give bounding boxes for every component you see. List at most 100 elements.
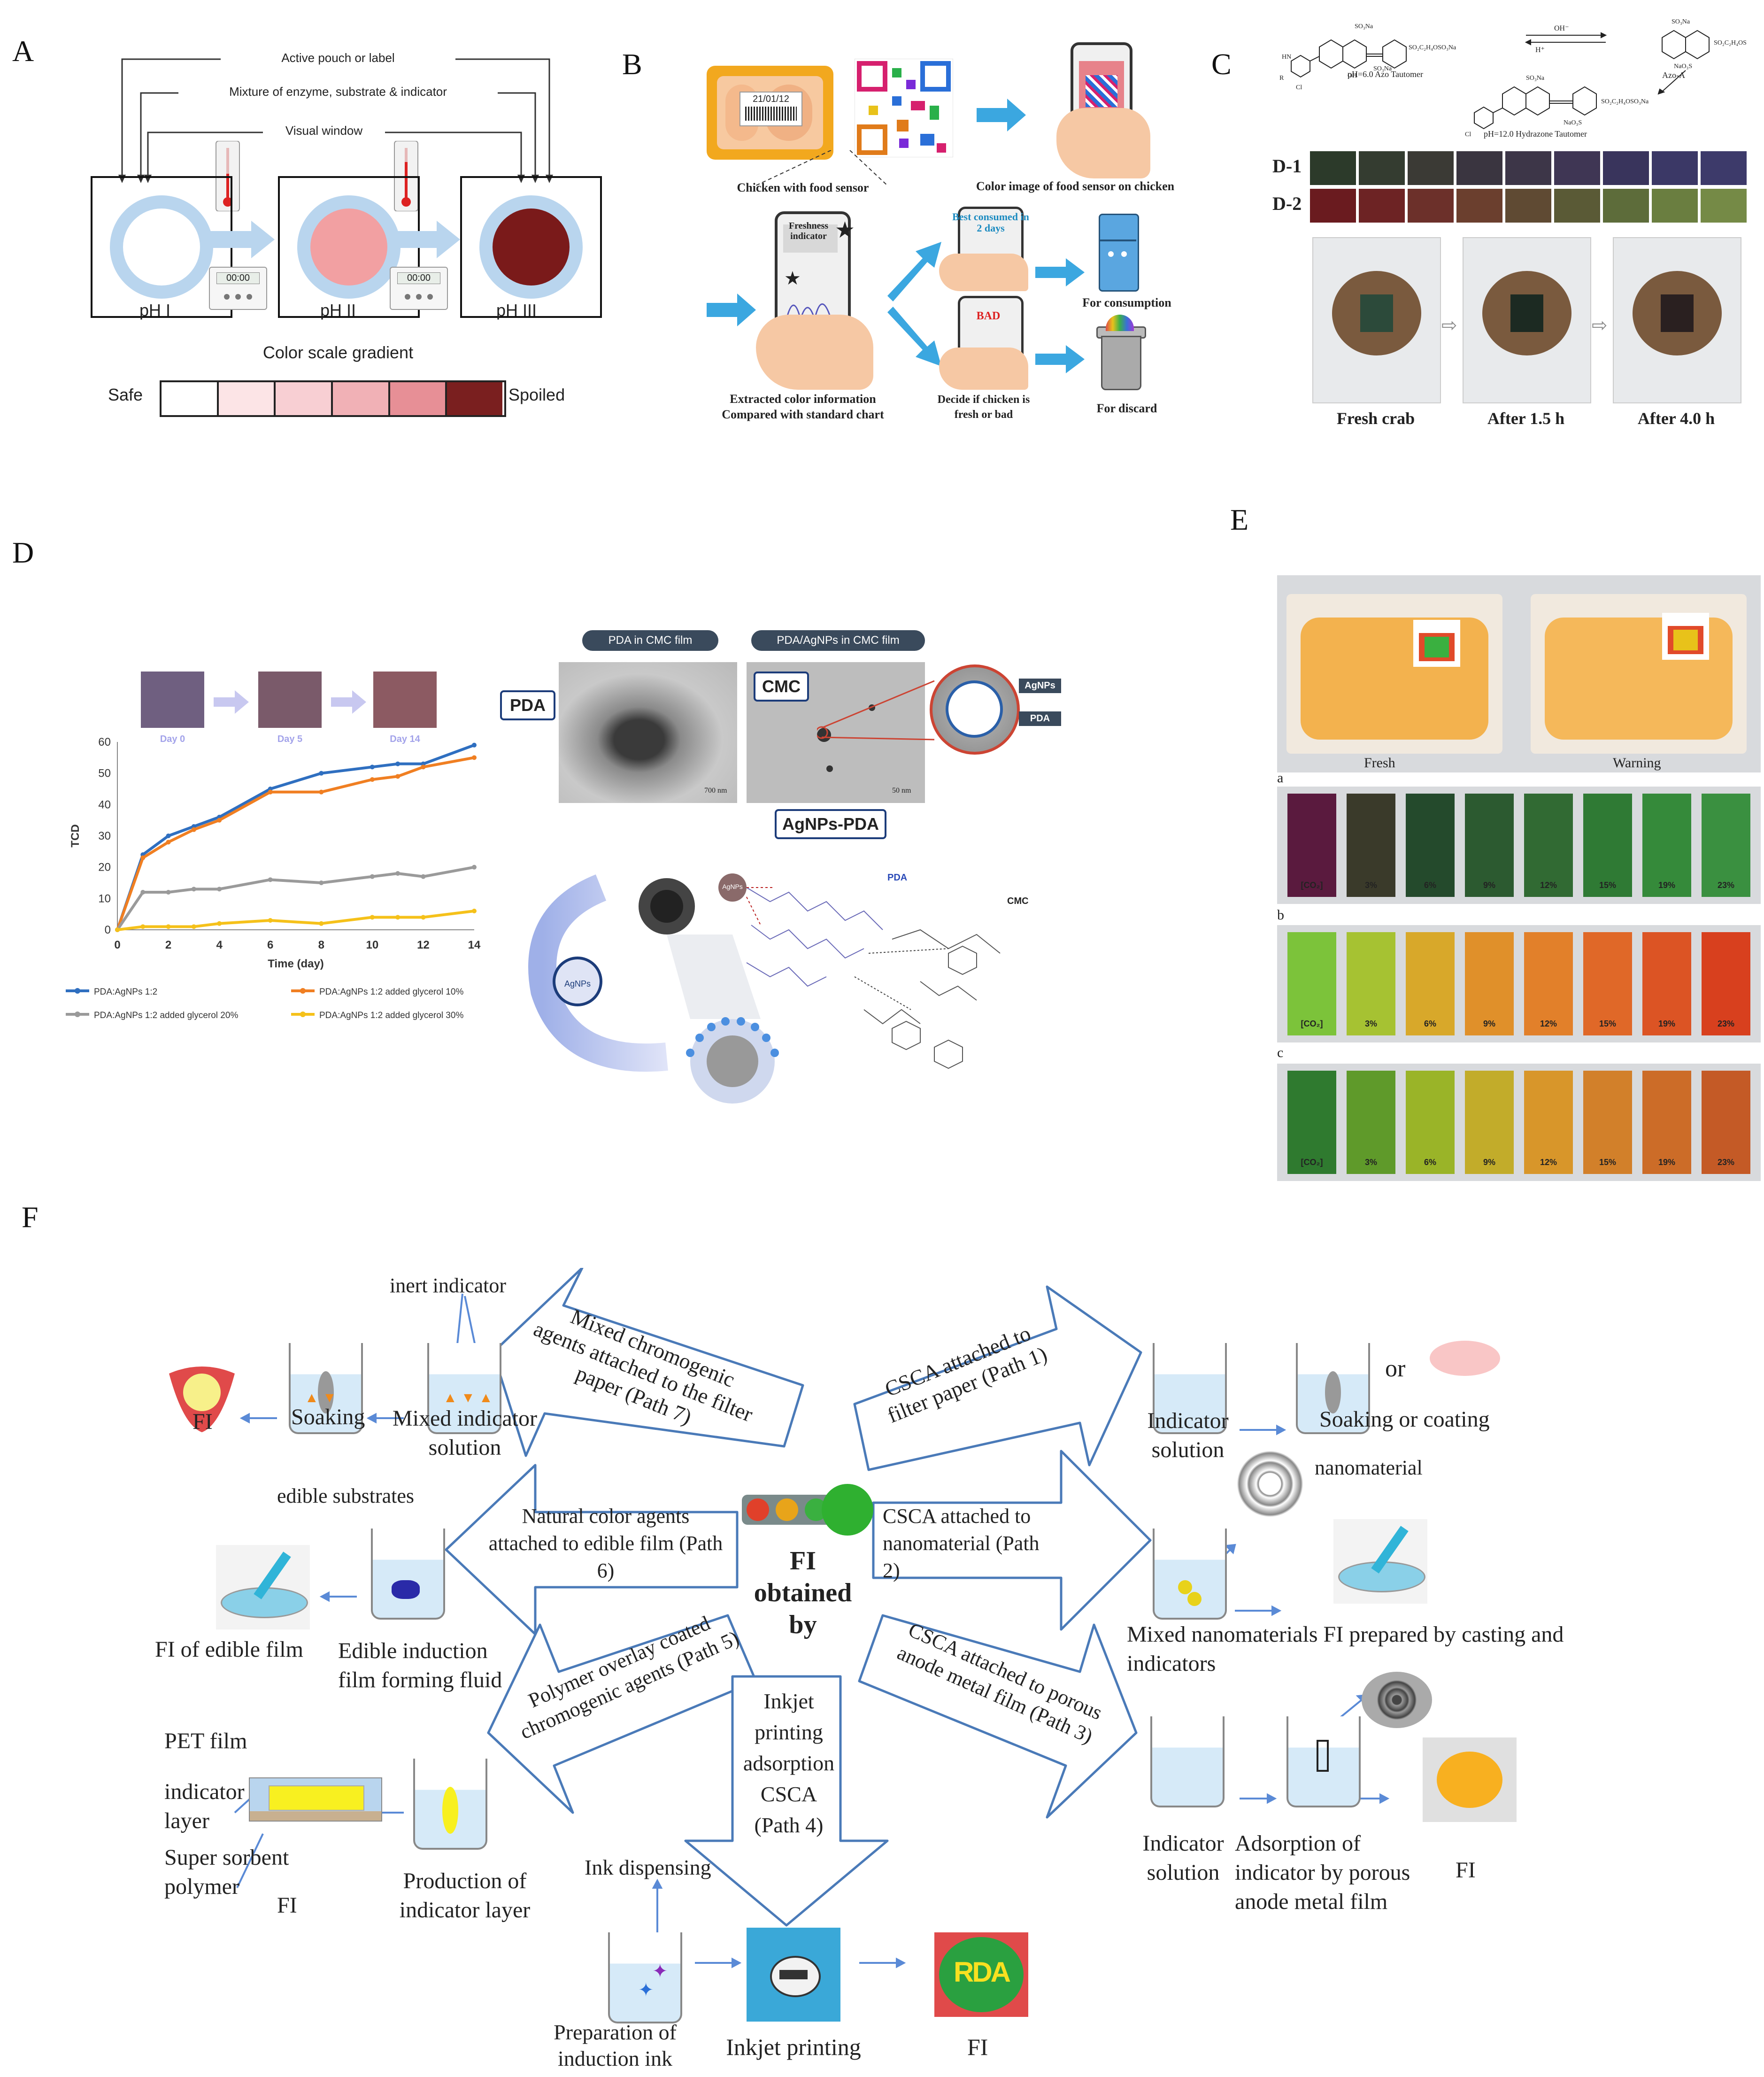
- indicator-label-fresh: [1413, 620, 1460, 667]
- y-tick-label: 50: [98, 767, 111, 780]
- co2-indicator-strip: 23%: [1702, 794, 1750, 897]
- adsorption-label: Adsorption of indicator by porous anode …: [1235, 1831, 1410, 1914]
- strip-label: 19%: [1658, 880, 1676, 890]
- svg-text:SO₂C₂H₄OSO₃Na: SO₂C₂H₄OSO₃Na: [1601, 98, 1649, 105]
- svg-text:NaO₃S: NaO₃S: [1564, 119, 1582, 126]
- film-swatch-day5: [258, 672, 322, 728]
- strip-label: 15%: [1599, 1019, 1617, 1028]
- data-point: [395, 761, 401, 766]
- data-point: [140, 890, 146, 895]
- color-swatch: [1652, 151, 1698, 185]
- ph3-window: [460, 176, 602, 318]
- data-point: [472, 909, 477, 913]
- gradient-cell: [218, 382, 276, 415]
- data-point: [191, 887, 196, 892]
- data-point: [395, 774, 401, 779]
- traffic-light-indicator: [742, 1484, 873, 1536]
- film-swatch-day0: [141, 672, 204, 728]
- legend-entry: PDA:AgNPs 1:2 added glycerol 10%: [319, 987, 463, 997]
- ink-dispensing-label: Ink dispensing: [585, 1855, 711, 1879]
- svg-text:R: R: [1279, 75, 1284, 82]
- freshness-tag: 21/01/12: [739, 92, 802, 126]
- panel-label-a: A: [12, 34, 34, 68]
- legend-marker: [75, 1011, 80, 1017]
- color-swatch: [1408, 151, 1454, 185]
- inkjet-printing-label: Inkjet printing: [726, 2034, 861, 2060]
- data-point: [166, 834, 171, 838]
- color-swatch: [1603, 151, 1649, 185]
- color-swatch: [1505, 189, 1551, 223]
- fi-label: FI: [193, 1409, 213, 1434]
- data-point: [395, 915, 401, 920]
- freshness-indicator-label: Freshness indicator: [788, 221, 829, 241]
- ph2-label: pH II: [320, 301, 356, 320]
- pet-film-label: PET film: [164, 1729, 247, 1753]
- phone-best-consumed: Best consumed in 2 days: [939, 207, 1042, 291]
- super-sorbent-label: Super sorbent polymer: [164, 1845, 289, 1899]
- arrow-right-icon: [977, 99, 1026, 131]
- strip-label: [CO₂]: [1301, 1019, 1323, 1028]
- co2-indicator-strip: 12%: [1524, 794, 1573, 897]
- phone-bad: BAD: [939, 296, 1042, 394]
- arrow-up-right-icon: [887, 242, 941, 301]
- tag-date: 21/01/12: [753, 94, 789, 104]
- row-label-a: a: [1277, 770, 1284, 786]
- phone-freshness-indicator: Freshness indicator ★ ★: [756, 202, 878, 390]
- x-tick-label: 10: [366, 939, 379, 951]
- crab-photo-4h: [1613, 237, 1741, 403]
- zoom-circle: [930, 664, 1020, 755]
- strip-label: 15%: [1599, 1158, 1617, 1167]
- fi-obtained-by: FI obtained by: [754, 1546, 852, 1639]
- data-point: [140, 855, 146, 860]
- row-label-d1: D-1: [1272, 155, 1302, 177]
- svg-text:SO₃Na: SO₃Na: [1672, 18, 1690, 25]
- color-swatch: [1310, 189, 1356, 223]
- strip-label: 6%: [1424, 1019, 1436, 1028]
- strip-label: 15%: [1599, 880, 1617, 890]
- beaker-soaking: ▲ ▼: [289, 1343, 363, 1434]
- legend-marker: [300, 1011, 306, 1017]
- co2-indicator-strip: 3%: [1347, 794, 1395, 897]
- inert-indicator-label: inert indicator: [390, 1274, 507, 1297]
- arrow-right-icon: [214, 690, 249, 714]
- dashed-connector: [755, 150, 888, 186]
- co2-indicator-strip: 12%: [1524, 932, 1573, 1035]
- scheme-cmc-label: CMC: [1007, 896, 1029, 906]
- color-swatch: [1310, 151, 1356, 185]
- scheme-pda-label: PDA: [887, 872, 908, 883]
- fi-label-path3: FI: [1456, 1858, 1476, 1883]
- arrow-right-icon: [331, 690, 366, 714]
- timer-display: 00:00: [216, 272, 260, 284]
- fi-triangle-icon: [164, 1364, 239, 1435]
- qr-code-icon: [855, 59, 953, 157]
- color-swatch: [1554, 151, 1600, 185]
- co2-indicator-strip: [CO₂]: [1287, 1071, 1336, 1174]
- panel-label-f: F: [22, 1200, 39, 1234]
- tem-image-pda: [559, 662, 737, 803]
- color-image-caption: Color image of food sensor on chicken: [976, 179, 1175, 193]
- preparation-ink-label: Preparation of induction ink: [554, 2020, 677, 2070]
- color-swatch: [1603, 189, 1649, 223]
- y-tick-label: 10: [98, 892, 111, 905]
- beaker-indicator-solution: [1153, 1343, 1227, 1434]
- x-tick-label: 12: [417, 939, 430, 951]
- agnps-callout: AgNPs: [1019, 679, 1061, 693]
- arrow-right-icon: [1035, 345, 1085, 373]
- trash-can-icon: [1094, 312, 1146, 392]
- co2-indicator-strip: 6%: [1406, 1071, 1455, 1174]
- star-icon: ★: [835, 218, 855, 243]
- pda-agnps-cmc-scheme: [528, 873, 1001, 1104]
- color-swatch: [1652, 189, 1698, 223]
- svg-text:SO₃Na: SO₃Na: [1355, 23, 1373, 30]
- azo-a-label: Azo-A: [1662, 70, 1685, 80]
- co2-indicator-strip: 12%: [1524, 1071, 1573, 1174]
- data-point: [217, 921, 222, 926]
- hydrazone-tautomer-label: pH=12.0 Hydrazone Tautomer: [1484, 129, 1587, 139]
- series-line: [116, 756, 475, 931]
- color-swatch: [1456, 189, 1502, 223]
- arrow-right-icon: [207, 221, 275, 258]
- star-icon: ★: [784, 268, 801, 289]
- strip-label: [CO₂]: [1301, 880, 1323, 890]
- arrow-right-icon: ⇨: [1441, 315, 1457, 336]
